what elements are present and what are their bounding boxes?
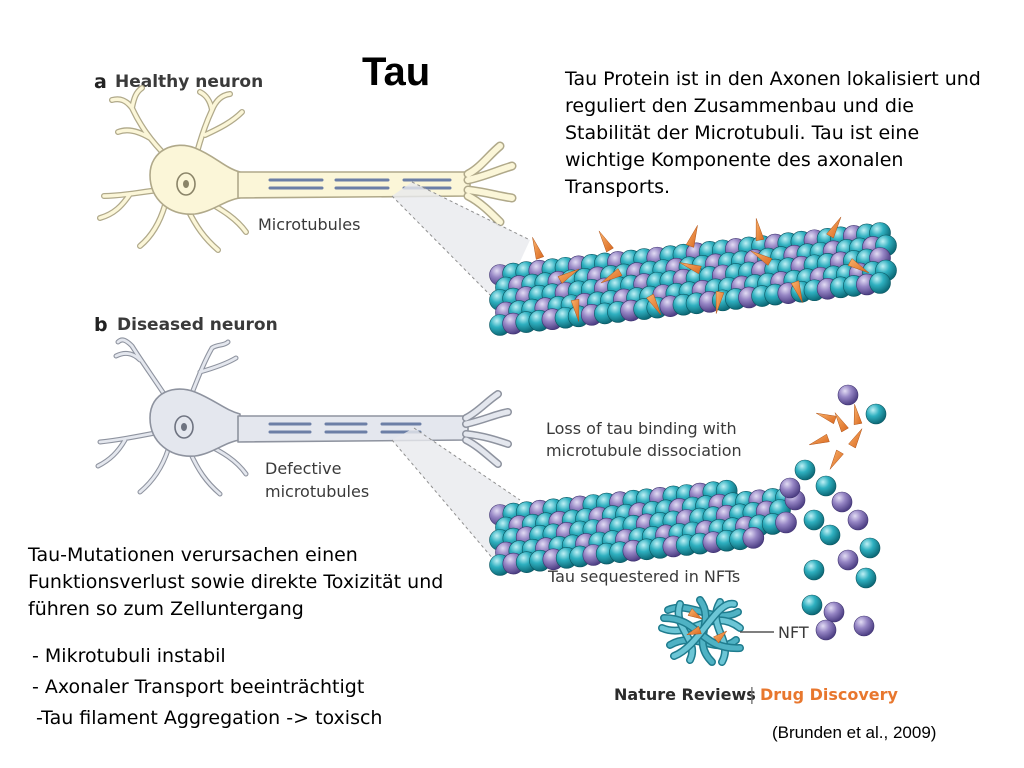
bullet-item: -Tau filament Aggregation -> toxisch — [36, 707, 383, 729]
tubulin-subunit — [794, 459, 816, 481]
tubulin-subunit — [869, 272, 891, 294]
tubulin-subunit — [819, 524, 841, 546]
tubulin-subunit — [865, 403, 887, 425]
nft-label: NFT — [778, 623, 809, 642]
defective-label-line1: Defective — [265, 459, 341, 478]
mutation-text: Tau-Mutationen verursachen einen Funktio… — [28, 544, 444, 620]
nft-strand — [671, 601, 737, 659]
tau-protein — [790, 280, 803, 303]
tau-protein — [570, 299, 580, 322]
loss-of-tau-label-line2: microtubule dissociation — [546, 441, 742, 460]
tau-protein — [829, 449, 844, 470]
panel-b-title: Diseased neuron — [117, 315, 278, 335]
tau-protein — [853, 404, 863, 425]
nft-strand — [676, 601, 695, 663]
tau-protein — [816, 412, 837, 425]
tau-protein — [848, 428, 863, 449]
panel-a-healthy-neuron: a Healthy neuron Microtubules — [94, 71, 897, 336]
tau-protein — [755, 218, 765, 241]
tau-protein — [687, 608, 703, 620]
tubulin-subunit — [823, 601, 845, 623]
tubulin-subunit — [779, 477, 801, 499]
defective-label-line2: microtubules — [265, 482, 369, 501]
tubulin-subunit — [803, 509, 825, 531]
tubulin-subunit — [801, 594, 823, 616]
tubulin-subunit — [837, 384, 859, 406]
microtubules-label: Microtubules — [258, 215, 360, 234]
tau-protein — [750, 250, 773, 266]
tau-protein — [847, 258, 870, 274]
tubulin-subunit — [742, 527, 765, 549]
panel-b-diseased-neuron: b Diseased neuron Defective microtubules… — [94, 314, 887, 666]
tubulin-subunit — [859, 537, 881, 559]
tubulin-subunit — [803, 559, 825, 581]
panel-a-title: Healthy neuron — [115, 72, 263, 92]
tau-protein — [646, 293, 662, 316]
panel-a-letter: a — [94, 71, 107, 93]
tubulin-subunit — [847, 509, 869, 531]
nft-tangle — [658, 596, 744, 666]
tau-description: Tau Protein ist in den Axonen lokalisier… — [565, 68, 981, 198]
healthy-neuron-illustration — [97, 85, 517, 253]
tau-protein — [834, 412, 849, 433]
free-tubulin-subunits — [779, 384, 887, 641]
citation: (Brunden et al., 2009) — [772, 723, 937, 742]
bullet-item: - Axonaler Transport beeinträchtigt — [32, 676, 365, 698]
tau-protein — [600, 268, 623, 284]
tubulin-subunit — [837, 549, 859, 571]
panel-b-letter: b — [94, 314, 108, 336]
tau-protein — [715, 291, 725, 314]
tubulin-subunit — [855, 567, 877, 589]
tau-protein — [685, 625, 702, 636]
tau-protein — [532, 237, 545, 260]
tau-protein — [809, 433, 830, 446]
tau-protein — [557, 268, 580, 284]
tubulin-subunit — [775, 511, 797, 534]
tau-protein — [598, 230, 614, 253]
tau-protein — [713, 630, 728, 644]
tubulin-subunit — [853, 615, 875, 637]
bullet-item: - Mikrotubuli instabil — [32, 645, 226, 667]
tau-sequestered-label: Tau sequestered in NFTs — [547, 567, 740, 586]
tau-protein — [826, 216, 842, 239]
tau-protein — [685, 225, 698, 248]
detached-tau-cluster — [809, 404, 863, 470]
tubulin-subunit — [831, 491, 853, 513]
tubulin-subunit — [815, 475, 837, 497]
tau-protein-bound — [532, 216, 870, 322]
slide-title: Tau — [362, 50, 431, 94]
credit-section: Drug Discovery — [760, 685, 899, 704]
tau-protein — [679, 262, 702, 275]
credit-journal: Nature Reviews — [614, 685, 756, 704]
credit-separator: | — [749, 685, 755, 705]
figure-credit: Nature Reviews | Drug Discovery — [614, 685, 899, 705]
loss-of-tau-label-line1: Loss of tau binding with — [546, 419, 737, 438]
dissociating-microtubule — [489, 479, 797, 576]
zoom-callout-b — [392, 428, 520, 560]
tubulin-subunit — [815, 619, 837, 641]
